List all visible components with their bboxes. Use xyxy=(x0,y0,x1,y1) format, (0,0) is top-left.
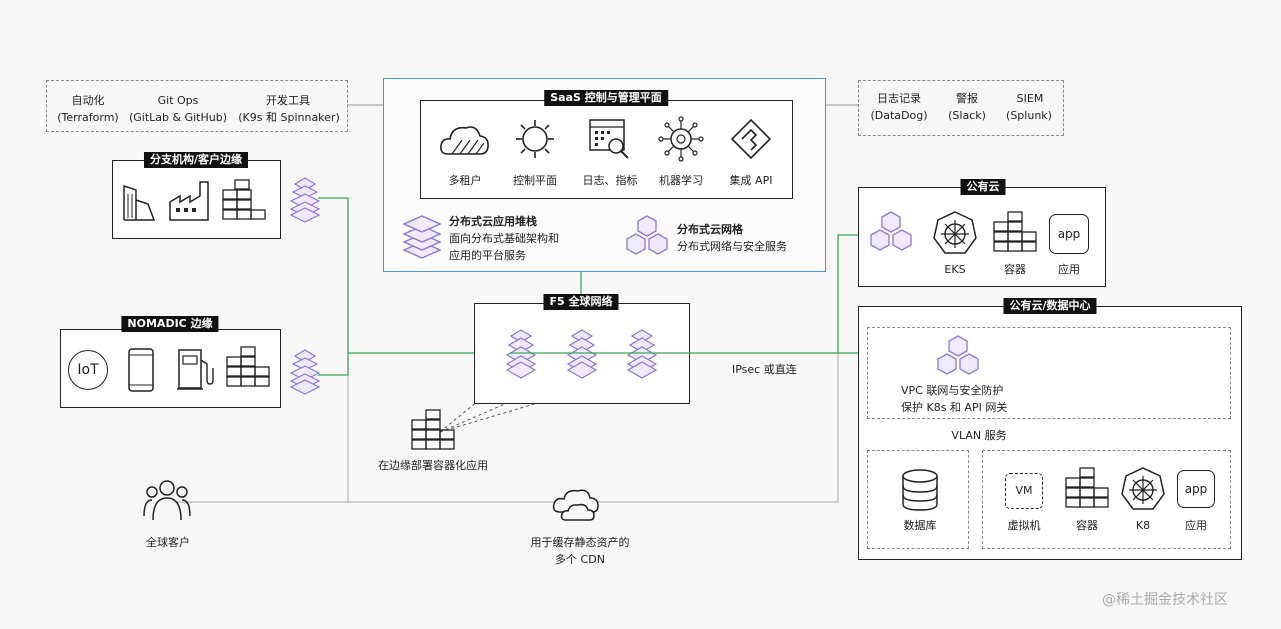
tool-logging-name: 日志记录 xyxy=(877,92,921,105)
database-icon xyxy=(902,469,938,511)
saas-item-multi-tenant: 多租户 xyxy=(448,174,482,187)
tool-siem-name: SIEM xyxy=(1016,92,1044,105)
logs-metrics-icon xyxy=(589,119,629,159)
eks-label: EKS xyxy=(944,263,966,276)
public-cloud-title: 公有云 xyxy=(960,179,1006,195)
cloud-mesh-title: 分布式云网格 xyxy=(677,223,743,236)
app-stack-line2: 应用的平台服务 xyxy=(449,249,526,262)
app-stack-title: 分布式云应用堆栈 xyxy=(449,215,537,228)
f5-pop-icon-1 xyxy=(505,329,537,379)
customers-label: 全球客户 xyxy=(146,536,190,549)
watermark: @稀土掘金技术社区 xyxy=(1102,592,1228,608)
dc-app-label: 应用 xyxy=(1185,519,1207,532)
tool-automation-detail: (Terraform) xyxy=(57,111,119,124)
app-icon: app xyxy=(1049,214,1089,254)
tool-alert-name: 警报 xyxy=(956,92,978,105)
tool-gitops-detail: (GitLab & GitHub) xyxy=(128,111,228,124)
k8-label: K8 xyxy=(1135,519,1151,532)
container-stack-icon xyxy=(222,179,266,220)
f5-network-title: F5 全球网络 xyxy=(543,294,619,310)
vlan-label: VLAN 服务 xyxy=(951,429,1007,442)
tool-siem-detail: (Splunk) xyxy=(1006,109,1052,122)
fuel-pump-icon xyxy=(177,349,214,390)
users-icon xyxy=(143,480,191,521)
dc-container-label: 容器 xyxy=(1076,519,1098,532)
datacenter-box xyxy=(858,306,1242,560)
nomadic-gateway-icon xyxy=(289,349,321,395)
app-icon: app xyxy=(1177,470,1215,508)
app-stack-icon xyxy=(402,215,442,259)
f5-pop-icon-3 xyxy=(626,329,658,379)
vpc-line2: 保护 K8s 和 API 网关 xyxy=(901,401,1008,414)
public-cloud-mesh-icon xyxy=(870,211,912,251)
tools-left-box xyxy=(46,80,348,132)
container-stack-icon xyxy=(993,211,1037,252)
cdn-line2: 多个 CDN xyxy=(555,553,605,566)
saas-title: SaaS 控制与管理平面 xyxy=(544,90,668,106)
edge-deploy-label: 在边缘部署容器化应用 xyxy=(378,459,488,472)
db-box xyxy=(867,450,969,549)
factory-icon xyxy=(169,181,209,221)
app-label: 应用 xyxy=(1058,263,1080,276)
vm-label: 虚拟机 xyxy=(1007,519,1041,532)
f5-pop-icon-2 xyxy=(566,329,598,379)
vpc-box xyxy=(867,327,1231,419)
branch-edge-title: 分支机构/客户边缘 xyxy=(143,152,249,168)
tools-right-box xyxy=(858,80,1064,136)
saas-item-logs-metrics: 日志、指标 xyxy=(582,174,638,187)
multi-tenant-icon xyxy=(440,126,489,155)
branch-edge-box xyxy=(112,160,281,239)
machine-learning-icon xyxy=(658,116,704,162)
tool-gitops-name: Git Ops xyxy=(157,94,199,107)
integration-api-icon xyxy=(730,118,772,160)
saas-item-ml: 机器学习 xyxy=(659,174,703,187)
tool-logging-detail: (DataDog) xyxy=(870,109,928,122)
eks-icon xyxy=(933,211,977,254)
container-stack-icon xyxy=(1065,467,1109,508)
vpc-line1: VPC 联网与安全防护 xyxy=(901,384,1004,397)
app-stack-line1: 面向分布式基础架构和 xyxy=(449,232,559,245)
saas-item-api: 集成 API xyxy=(729,174,773,187)
iot-icon: IoT xyxy=(68,350,108,390)
db-label: 数据库 xyxy=(903,519,937,532)
tool-alert-detail: (Slack) xyxy=(948,109,986,122)
tool-devtools-detail: (K9s 和 Spinnaker) xyxy=(238,111,340,124)
control-plane-icon xyxy=(516,120,554,158)
saas-item-control-plane: 控制平面 xyxy=(513,174,557,187)
vpc-mesh-icon xyxy=(937,335,979,375)
cdn-cloud-icon xyxy=(552,489,599,521)
edge-container-icon xyxy=(411,409,455,450)
cloud-mesh-line1: 分布式网络与安全服务 xyxy=(677,240,787,253)
ipsec-label: IPsec 或直连 xyxy=(732,363,797,376)
vm-icon: VM xyxy=(1005,473,1043,509)
container-stack-icon xyxy=(226,346,270,387)
tool-automation-name: 自动化 xyxy=(71,94,105,107)
cloud-mesh-icon xyxy=(626,215,668,255)
cdn-line1: 用于缓存静态资产的 xyxy=(530,536,630,549)
compute-box xyxy=(982,450,1231,549)
datacenter-title: 公有云/数据中心 xyxy=(1003,298,1097,314)
nomadic-edge-title: NOMADIC 边缘 xyxy=(121,316,219,332)
container-label: 容器 xyxy=(1004,263,1026,276)
branch-gateway-icon xyxy=(289,177,321,223)
mobile-icon xyxy=(128,348,154,392)
building-icon xyxy=(123,184,156,221)
k8s-icon xyxy=(1121,467,1165,510)
tool-devtools-name: 开发工具 xyxy=(266,94,310,107)
